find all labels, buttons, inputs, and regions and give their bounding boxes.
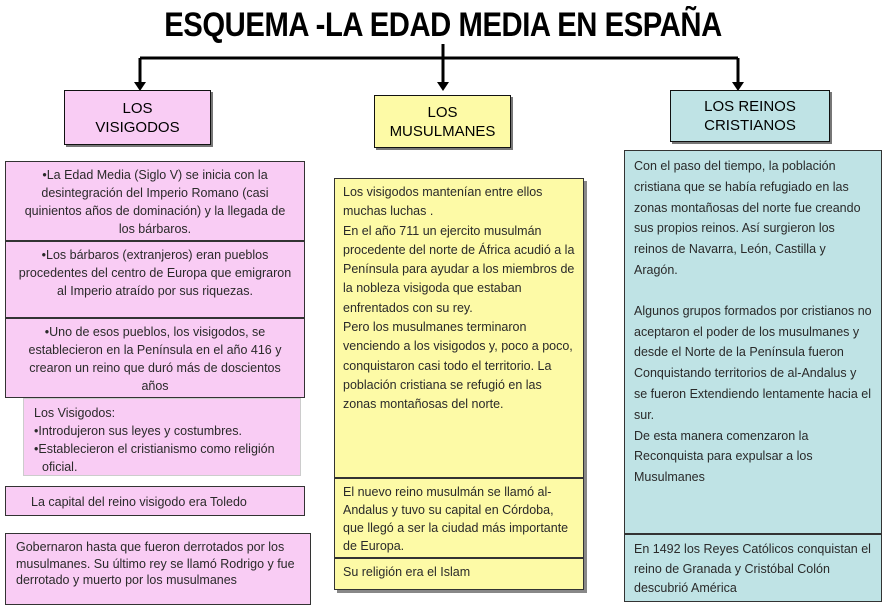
musulmanes-religion-box: Su religión era el Islam xyxy=(334,558,584,590)
header-musulmanes-line1: LOS xyxy=(427,103,458,121)
visigodos-list-item-2: •Establecieron el cristianismo como reli… xyxy=(34,442,275,474)
musulmanes-text-1: Los visigodos mantenían entre ellos much… xyxy=(343,185,543,219)
header-cristianos: LOS REINOS CRISTIANOS xyxy=(670,90,830,142)
visigodos-text-3: •Uno de esos pueblos, los visigodos, se … xyxy=(28,325,282,393)
musulmanes-main-box: Los visigodos mantenían entre ellos much… xyxy=(334,178,584,478)
musulmanes-religion-text: Su religión era el Islam xyxy=(343,565,471,579)
musulmanes-reino-text: El nuevo reino musulmán se llamó al-Anda… xyxy=(343,485,569,553)
header-musulmanes-line2: MUSULMANES xyxy=(389,122,496,140)
visigodos-text-1: •La Edad Media (Siglo V) se inicia con l… xyxy=(24,168,286,236)
cristianos-main-box: Con el paso del tiempo, la población cri… xyxy=(624,150,882,534)
arrow-right xyxy=(732,82,744,91)
musulmanes-reino-box: El nuevo reino musulmán se llamó al-Anda… xyxy=(334,478,584,558)
page-title: ESQUEMA -LA EDAD MEDIA EN ESPAÑA xyxy=(164,6,722,44)
visigodos-box-3: •Uno de esos pueblos, los visigodos, se … xyxy=(5,318,305,398)
arrow-middle xyxy=(437,82,449,91)
visigodos-box-1: •La Edad Media (Siglo V) se inicia con l… xyxy=(5,161,305,241)
visigodos-list-item-1: •Introdujeron sus leyes y costumbres. xyxy=(34,424,242,438)
musulmanes-text-3: Pero los musulmanes terminaron venciendo… xyxy=(343,320,573,412)
cristianos-last-box: En 1492 los Reyes Católicos conquistan e… xyxy=(624,534,882,602)
header-visigodos: LOS VISIGODOS xyxy=(64,90,211,145)
header-visigodos-line2: VISIGODOS xyxy=(95,118,180,136)
header-visigodos-line1: LOS xyxy=(122,99,153,117)
cristianos-spacer xyxy=(634,281,872,301)
arrow-left xyxy=(134,82,146,91)
visigodos-box-2: •Los bárbaros (extranjeros) eran pueblos… xyxy=(5,241,305,318)
header-cristianos-line1: LOS REINOS xyxy=(704,98,796,115)
musulmanes-text-2: En el año 711 un ejercito musulmán proce… xyxy=(343,223,575,315)
visigodos-capital-box: La capital del reino visigodo era Toledo xyxy=(5,486,305,516)
visigodos-list-heading: Los Visigodos: xyxy=(34,406,116,420)
visigodos-last-box: Gobernaron hasta que fueron derrotados p… xyxy=(5,533,311,605)
cristianos-last-text: En 1492 los Reyes Católicos conquistan e… xyxy=(634,542,871,595)
header-cristianos-line2: CRISTIANOS xyxy=(704,117,796,134)
visigodos-last-text: Gobernaron hasta que fueron derrotados p… xyxy=(16,540,295,587)
cristianos-text-3: De esta manera comenzaron la Reconquista… xyxy=(634,428,813,485)
cristianos-text-2: Algunos grupos formados por cristianos n… xyxy=(634,303,872,422)
cristianos-text-1: Con el paso del tiempo, la población cri… xyxy=(634,159,861,277)
visigodos-list-box: Los Visigodos: •Introdujeron sus leyes y… xyxy=(23,398,301,476)
header-musulmanes: LOS MUSULMANES xyxy=(374,95,511,148)
visigodos-capital-text: La capital del reino visigodo era Toledo xyxy=(31,495,247,509)
visigodos-text-2: •Los bárbaros (extranjeros) eran pueblos… xyxy=(18,248,292,298)
